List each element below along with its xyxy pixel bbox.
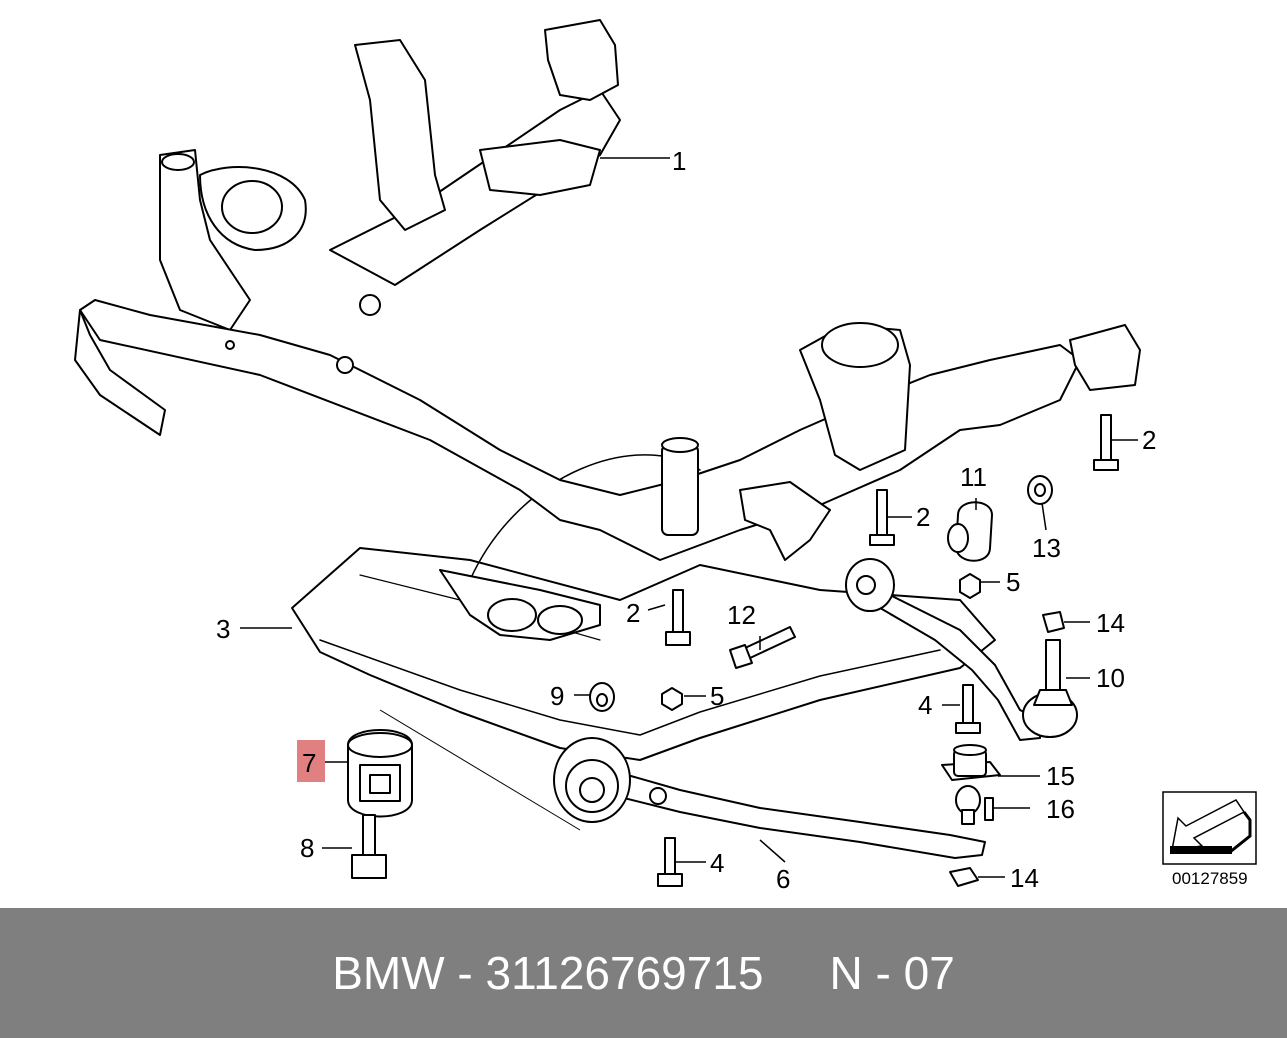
callout-2: 2	[626, 598, 640, 628]
diagram-number: 00127859	[1172, 869, 1248, 888]
callout-9: 9	[550, 681, 564, 711]
callout-5: 5	[1006, 567, 1020, 597]
callout-2: 2	[916, 502, 930, 532]
callout-3: 3	[216, 614, 230, 644]
parts-diagram: 1 2 2 2 3 4 4 5 5 6 7 8 9 10 11 12 13 14…	[74, 19, 1257, 894]
rubber-bearing	[947, 501, 993, 562]
part-number: 31126769715	[485, 947, 764, 999]
rubber-ring	[1027, 475, 1053, 505]
callout-13: 13	[1032, 533, 1061, 563]
leader-lines	[240, 157, 1138, 878]
direction-arrow-icon	[1162, 791, 1257, 865]
separator-1: -	[457, 947, 473, 999]
callout-15: 15	[1046, 761, 1075, 791]
separator-2: -	[875, 947, 891, 999]
fasteners	[589, 573, 1065, 887]
callout-labels: 1 2 2 2 3 4 4 5 5 6 7 8 9 10 11 12 13 14…	[216, 146, 1156, 894]
callout-6: 6	[776, 864, 790, 894]
callout-4: 4	[710, 848, 724, 878]
tension-strut	[845, 558, 1078, 741]
callout-10: 10	[1096, 663, 1125, 693]
bolts	[351, 414, 1119, 887]
brand-label: BMW	[332, 947, 445, 999]
callout-12: 12	[727, 600, 756, 630]
callout-8: 8	[300, 833, 314, 863]
wishbone	[553, 737, 986, 859]
callout-1: 1	[672, 146, 686, 176]
callout-14: 14	[1010, 863, 1039, 893]
callout-16: 16	[1046, 794, 1075, 824]
highlight-box	[297, 740, 325, 782]
callout-2: 2	[1142, 425, 1156, 455]
ball-joint	[941, 744, 1001, 825]
axle-carrier	[74, 19, 1141, 641]
callout-5: 5	[710, 681, 724, 711]
part-footer: BMW - 31126769715 N - 07	[0, 908, 1287, 1038]
callout-14: 14	[1096, 608, 1125, 638]
callout-7-highlighted: 7	[302, 748, 316, 778]
callout-4: 4	[918, 690, 932, 720]
position-number: 07	[903, 947, 955, 999]
position-prefix: N	[829, 947, 863, 999]
rubber-mounting	[347, 729, 413, 818]
callout-11: 11	[960, 462, 987, 492]
